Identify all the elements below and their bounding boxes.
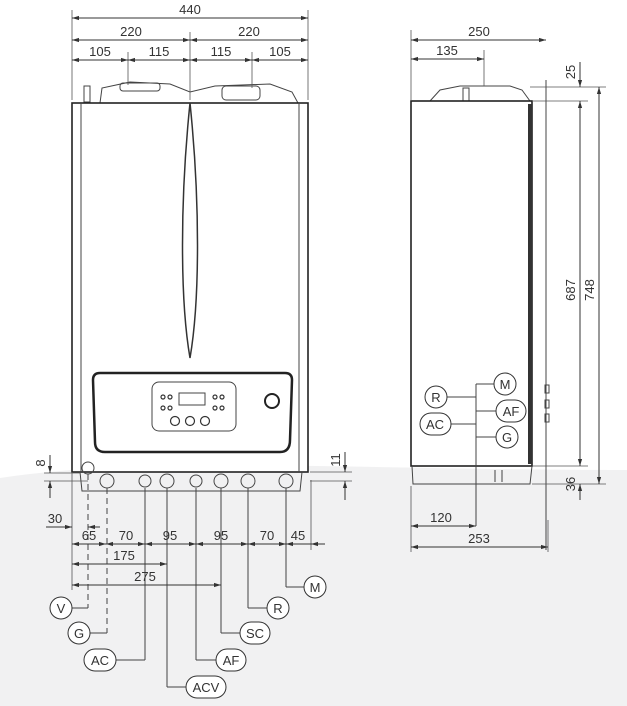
dim-30: 30 xyxy=(48,511,62,526)
side-dimensions: 250 135 25 687 748 36 120 253 xyxy=(410,24,606,552)
flue-connector xyxy=(221,85,261,101)
dim-95b: 95 xyxy=(214,528,228,543)
dim-q2: 115 xyxy=(149,44,170,59)
dim-q1: 105 xyxy=(89,44,111,59)
side-label-r: R xyxy=(431,390,440,405)
side-label-m: M xyxy=(500,377,511,392)
dim-175: 175 xyxy=(113,548,135,563)
label-af: AF xyxy=(223,653,240,668)
front-connection-labels: V G AC ACV AF SC R M xyxy=(49,575,327,699)
front-view xyxy=(71,81,309,492)
dim-bottom-36: 36 xyxy=(563,477,578,491)
dim-offset-11: 11 xyxy=(328,453,343,467)
display-screen xyxy=(178,392,206,406)
side-label-af: AF xyxy=(503,404,520,419)
dim-q3: 115 xyxy=(211,44,232,59)
dim-flue-135: 135 xyxy=(436,43,458,58)
dim-95a: 95 xyxy=(163,528,177,543)
label-m: M xyxy=(310,580,321,595)
label-acv: ACV xyxy=(193,680,220,695)
side-label-ac: AC xyxy=(426,417,444,432)
dim-70a: 70 xyxy=(119,528,133,543)
dim-half-right: 220 xyxy=(238,24,260,39)
side-connection-labels: M R AF AC G xyxy=(419,372,527,526)
dim-65: 65 xyxy=(82,528,96,543)
dim-depth-250: 250 xyxy=(468,24,490,39)
dim-70b: 70 xyxy=(260,528,274,543)
label-sc: SC xyxy=(246,626,264,641)
dim-offset-8: 8 xyxy=(33,459,48,466)
back-frame xyxy=(528,104,532,464)
side-bottom-tray xyxy=(411,465,533,485)
control-panel xyxy=(91,371,294,454)
dim-height-687: 687 xyxy=(563,279,578,301)
dim-half-left: 220 xyxy=(120,24,142,39)
label-r: R xyxy=(273,601,282,616)
label-g: G xyxy=(74,626,84,641)
dim-height-748: 748 xyxy=(582,279,597,301)
dim-conn-120: 120 xyxy=(430,510,452,525)
pressure-gauge-icon xyxy=(264,393,280,409)
dim-q4: 105 xyxy=(269,44,291,59)
dim-total-width: 440 xyxy=(179,2,201,17)
dim-45: 45 xyxy=(291,528,305,543)
top-flue-outline xyxy=(99,81,299,104)
front-panel-crease xyxy=(181,102,199,359)
display-module xyxy=(151,381,237,432)
control-buttons xyxy=(160,394,225,427)
label-v: V xyxy=(57,601,66,616)
front-top-dimensions: 440 220 220 105 115 115 105 xyxy=(71,2,309,100)
dim-total-253: 253 xyxy=(468,531,490,546)
side-flue-outline xyxy=(429,85,531,102)
label-ac: AC xyxy=(91,653,109,668)
front-bottom-dimensions: 30 65 70 95 95 70 45 175 275 xyxy=(46,472,325,687)
bottom-tray xyxy=(79,471,303,492)
front-offset-dimensions: 8 11 xyxy=(33,452,352,500)
side-label-g: G xyxy=(502,430,512,445)
dim-top-25: 25 xyxy=(563,65,578,79)
dim-275: 275 xyxy=(134,569,156,584)
